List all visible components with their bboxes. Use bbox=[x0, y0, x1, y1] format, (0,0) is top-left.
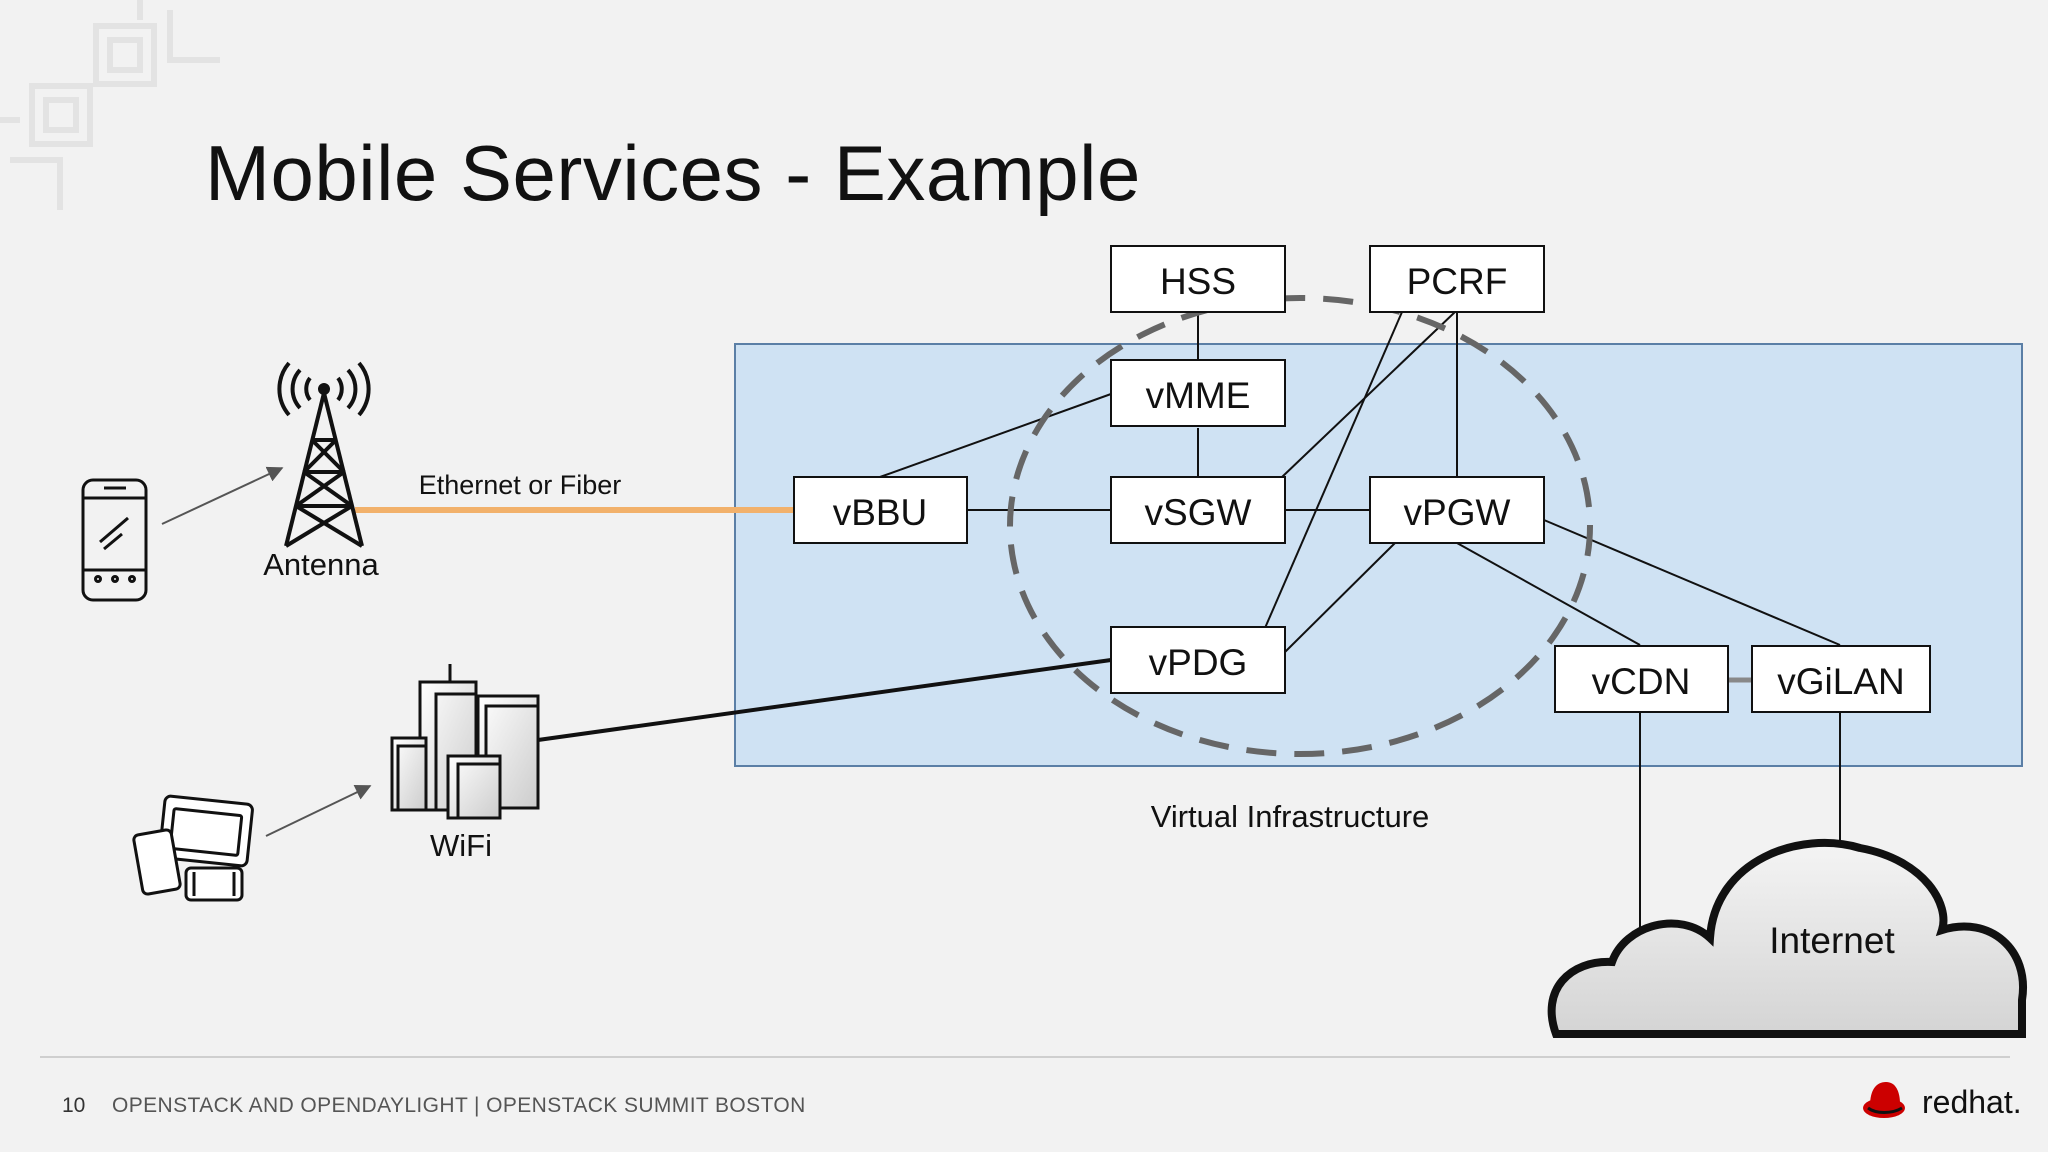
antenna-label: Antenna bbox=[263, 547, 379, 582]
footer-text: OPENSTACK AND OPENDAYLIGHT | OPENSTACK S… bbox=[112, 1094, 806, 1117]
vgilan-box bbox=[1751, 645, 1931, 713]
vbbu-label: vBBU bbox=[833, 492, 928, 533]
internet-label: Internet bbox=[1769, 920, 1895, 961]
redhat-logo-icon bbox=[1863, 1082, 1905, 1118]
pcrf-box bbox=[1369, 245, 1545, 313]
footer-divider bbox=[40, 1056, 2010, 1058]
vpdg-label: vPDG bbox=[1149, 642, 1248, 683]
vpgw-label: vPGW bbox=[1404, 492, 1511, 533]
internet-cloud-icon bbox=[1547, 838, 2028, 1038]
vcdn-label: vCDN bbox=[1592, 661, 1691, 702]
connection-lines bbox=[879, 311, 1841, 948]
vmme-box bbox=[1110, 359, 1286, 427]
node-boxes bbox=[793, 245, 1931, 713]
vgilan-label: vGiLAN bbox=[1777, 661, 1904, 702]
vbbu-box bbox=[793, 476, 968, 544]
hss-label: HSS bbox=[1160, 261, 1236, 302]
vpgw-box bbox=[1369, 476, 1545, 544]
vcdn-box bbox=[1554, 645, 1729, 713]
ethernet-fiber-label: Ethernet or Fiber bbox=[419, 470, 622, 500]
phone-to-antenna-arrow bbox=[161, 466, 284, 525]
virtual-infrastructure-label: Virtual Infrastructure bbox=[1151, 799, 1430, 834]
vmme-label: vMME bbox=[1146, 375, 1251, 416]
mobile-devices-icon bbox=[132, 794, 254, 902]
page-number: 10 bbox=[62, 1094, 86, 1117]
corner-pattern bbox=[0, 0, 220, 210]
vsgw-box bbox=[1110, 476, 1286, 544]
wifi-vpdg-link bbox=[537, 658, 1112, 742]
wifi-buildings-icon bbox=[390, 664, 540, 820]
pcrf-label: PCRF bbox=[1407, 261, 1508, 302]
wifi-label: WiFi bbox=[430, 828, 492, 863]
redhat-logo-text: redhat. bbox=[1922, 1084, 2022, 1120]
vpdg-box bbox=[1110, 626, 1286, 694]
hss-box bbox=[1110, 245, 1286, 313]
devices-to-wifi-arrow bbox=[265, 785, 372, 837]
antenna-tower-icon bbox=[277, 361, 371, 548]
virtual-core-dashed-circle bbox=[1007, 295, 1593, 757]
slide-title: Mobile Services - Example bbox=[205, 129, 1141, 217]
vsgw-label: vSGW bbox=[1145, 492, 1252, 533]
smartphone-icon bbox=[81, 478, 148, 602]
